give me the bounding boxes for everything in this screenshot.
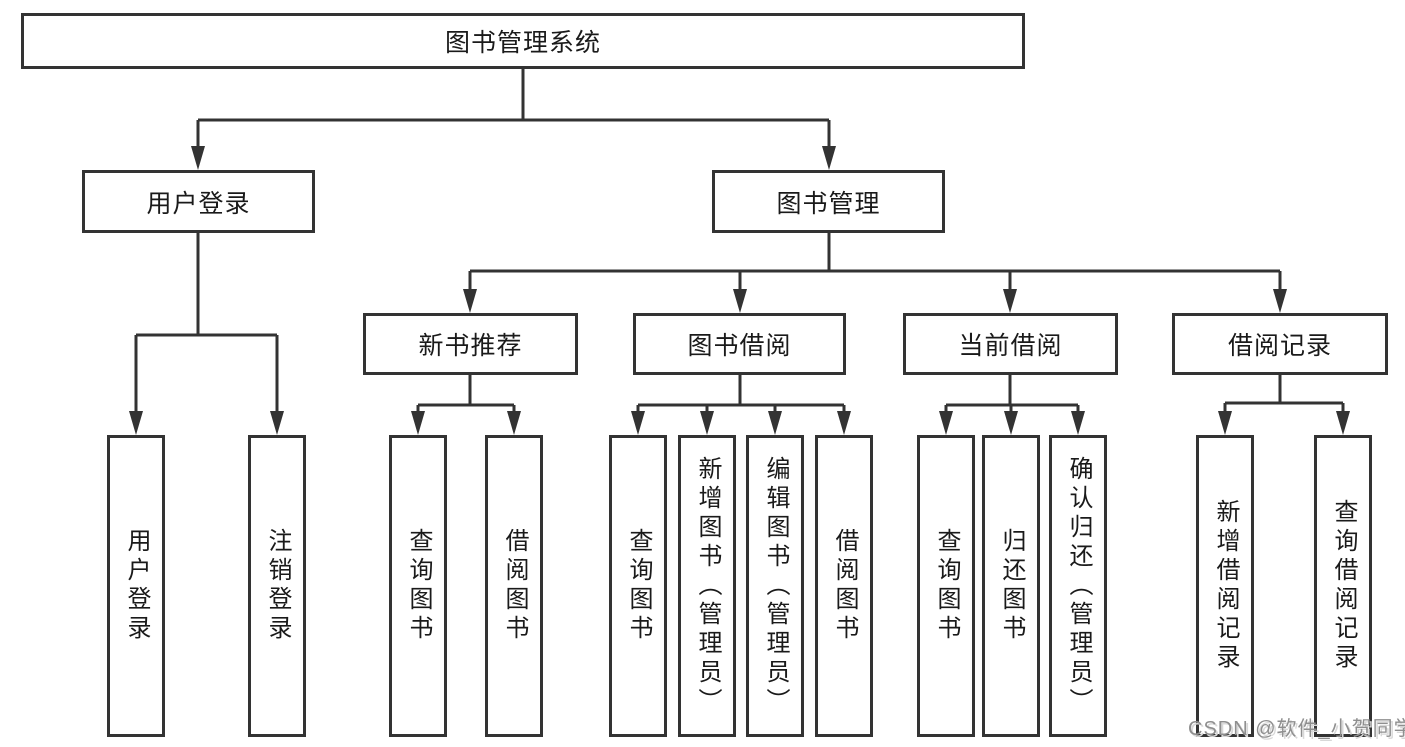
connector-user-branch — [134, 233, 279, 414]
node-label: 查询图书 — [933, 528, 960, 644]
node-new-book-recommend: 新书推荐 — [363, 313, 578, 375]
node-label: 借阅记录 — [1227, 332, 1332, 360]
connector-book-branch — [468, 233, 1282, 292]
connector-group-borrow-records — [1223, 375, 1345, 414]
leaf-query-books-3: 查询图书 — [917, 435, 975, 737]
leaf-borrow-books-2: 借阅图书 — [815, 435, 873, 737]
node-label: 借阅图书 — [501, 528, 528, 644]
node-label: 图书管理 — [776, 189, 881, 218]
node-book-management-branch: 图书管理 — [712, 170, 945, 233]
connector-root-to-level2 — [196, 69, 831, 152]
csdn-watermark: CSDN @软件_小贺同学 — [1188, 718, 1405, 740]
node-label: 新书推荐 — [418, 332, 523, 360]
node-label: 归还图书 — [998, 528, 1025, 644]
arrowhead-icons — [129, 146, 1350, 435]
leaf-query-books-2: 查询图书 — [609, 435, 667, 737]
leaf-user-login: 用户登录 — [107, 435, 165, 737]
node-label: 新增图书（管理员） — [694, 455, 721, 717]
connector-group-new-books — [416, 375, 516, 414]
node-label: 编辑图书（管理员） — [762, 455, 789, 717]
leaf-edit-books-admin: 编辑图书（管理员） — [746, 435, 804, 737]
node-label: 确认归还（管理员） — [1065, 455, 1092, 717]
connector-group-current-borrowing — [944, 375, 1080, 414]
node-label: 用户登录 — [123, 528, 150, 644]
node-label: 查询图书 — [405, 528, 432, 644]
leaf-query-books-1: 查询图书 — [389, 435, 447, 737]
node-label: 注销登录 — [264, 528, 291, 644]
connector-group-book-borrowing — [636, 375, 846, 414]
node-label: 查询借阅记录 — [1330, 499, 1357, 673]
node-label: 新增借阅记录 — [1212, 499, 1239, 673]
leaf-add-books-admin: 新增图书（管理员） — [678, 435, 736, 737]
node-current-borrowing: 当前借阅 — [903, 313, 1118, 375]
node-label: 图书管理系统 — [444, 29, 601, 57]
leaf-return-books: 归还图书 — [982, 435, 1040, 737]
node-book-management-system: 图书管理系统 — [21, 13, 1025, 69]
node-label: 当前借阅 — [958, 332, 1063, 360]
node-label: 借阅图书 — [831, 528, 858, 644]
node-book-borrowing: 图书借阅 — [633, 313, 846, 375]
leaf-query-borrow-record: 查询借阅记录 — [1314, 435, 1372, 737]
leaf-borrow-books-1: 借阅图书 — [485, 435, 543, 737]
node-user-login-branch: 用户登录 — [82, 170, 315, 233]
leaf-confirm-return-admin: 确认归还（管理员） — [1049, 435, 1107, 737]
node-label: 查询图书 — [625, 528, 652, 644]
leaf-add-borrow-record: 新增借阅记录 — [1196, 435, 1254, 737]
node-label: 用户登录 — [146, 189, 251, 218]
node-borrowing-records: 借阅记录 — [1172, 313, 1388, 375]
node-label: 图书借阅 — [687, 332, 792, 360]
leaf-logout: 注销登录 — [248, 435, 306, 737]
